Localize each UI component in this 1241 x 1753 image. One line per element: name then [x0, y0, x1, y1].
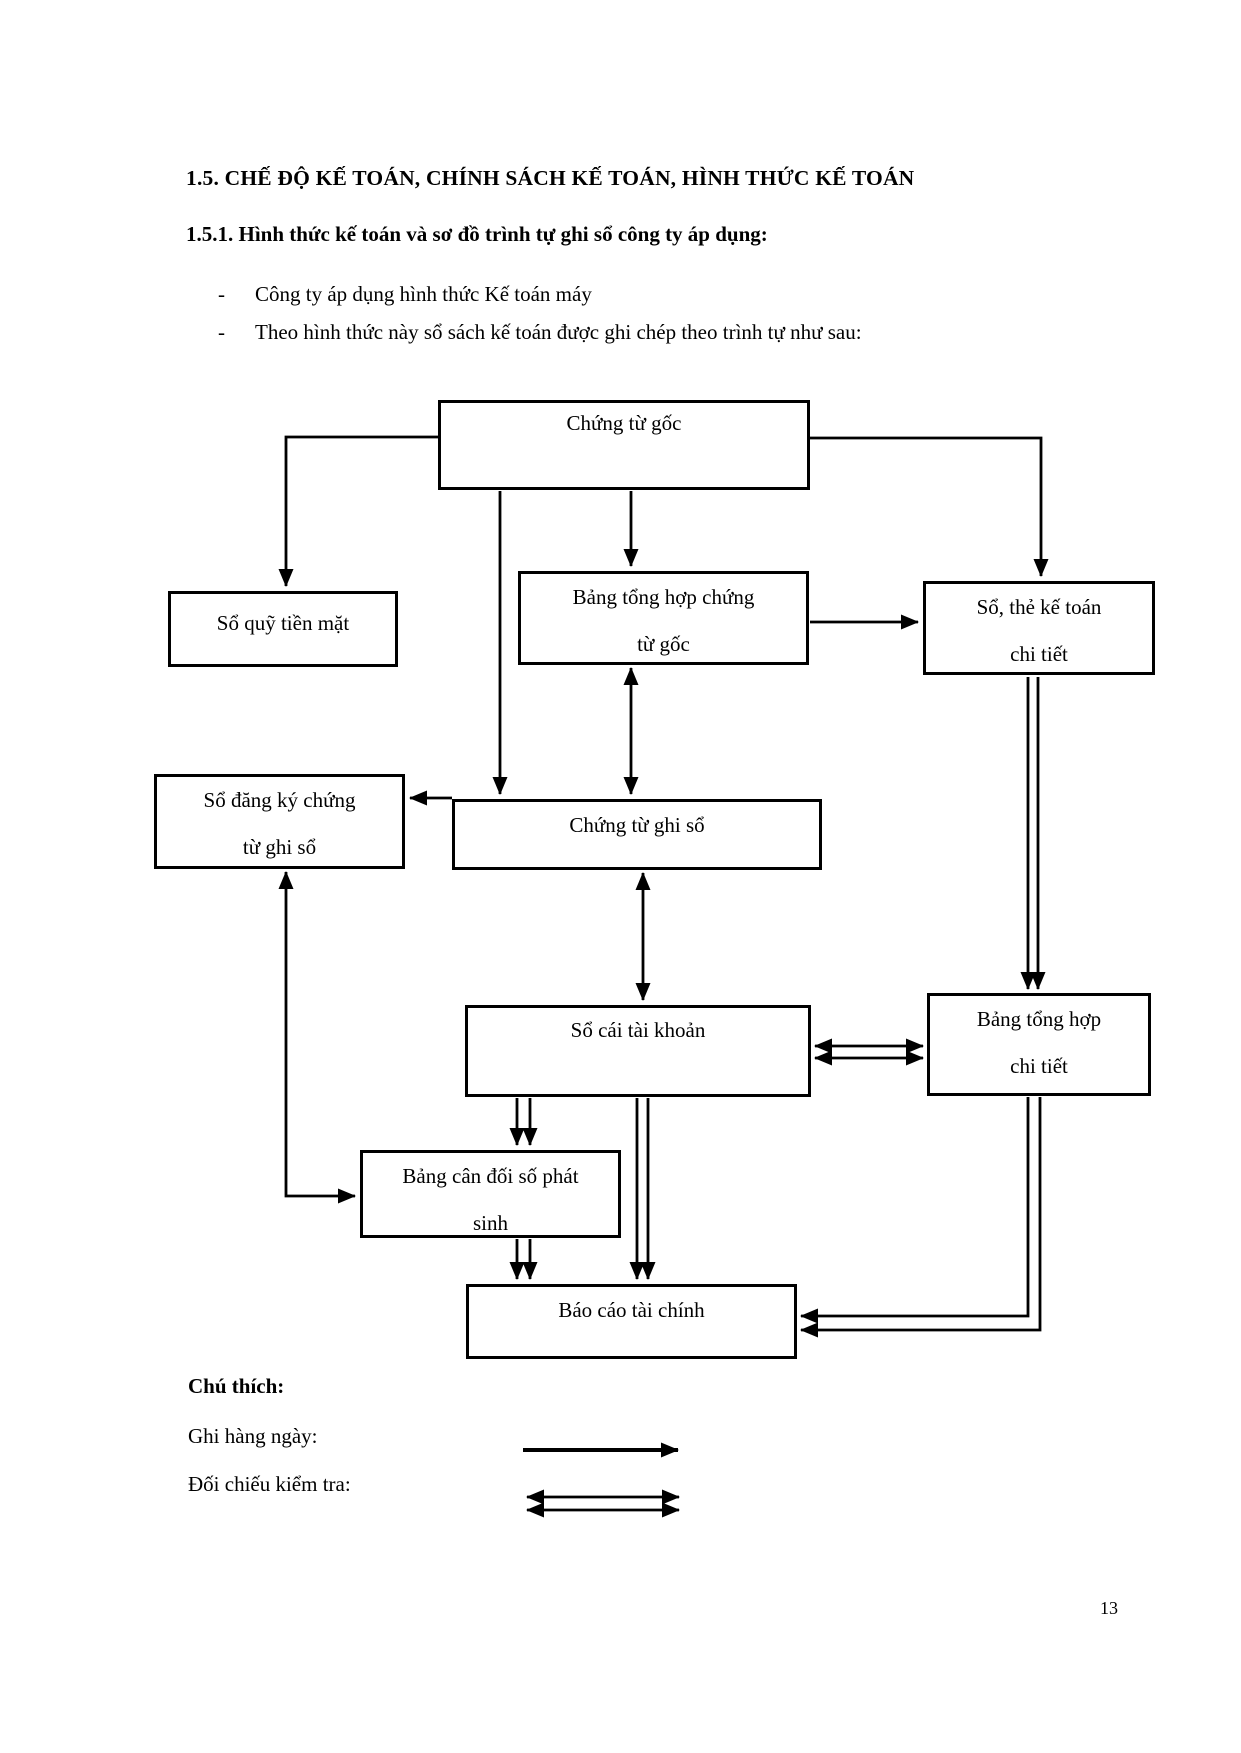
conn-bangcandoi-to-baocao: [509, 1239, 538, 1280]
node-chung-tu-goc: Chứng từ gốc: [438, 400, 810, 490]
conn-chungtugoc-to-soquy: [278, 435, 438, 587]
node-bao-cao-tai-chinh: Báo cáo tài chính: [466, 1284, 797, 1359]
conn-socai-to-bangcandoi: [509, 1098, 538, 1146]
conn-chungtugoc-to-sothe: [810, 436, 1049, 577]
conn-socai-bangthchitiet-bidir: [814, 1038, 924, 1066]
legend-heading: Chú thích:: [188, 1374, 285, 1398]
node-bang-can-doi-so-phat-sinh: Bảng cân đối số phát sinh: [360, 1150, 621, 1238]
bullet-text: Theo hình thức này sổ sách kế toán được …: [255, 320, 862, 344]
node-bang-tong-hop-chung-tu-goc: Bảng tổng hợp chứng từ gốc: [518, 571, 809, 665]
subsection-title: 1.5.1. Hình thức kế toán và sơ đồ trình …: [186, 222, 768, 246]
node-so-dang-ky-chung-tu-ghi-so: Sổ đăng ký chứng từ ghi sổ: [154, 774, 405, 869]
node-so-cai-tai-khoan: Sổ cái tài khoản: [465, 1005, 811, 1097]
node-chung-tu-ghi-so: Chứng từ ghi sổ: [452, 799, 822, 870]
bullet-text: Công ty áp dụng hình thức Kế toán máy: [255, 282, 592, 306]
node-bang-tong-hop-chi-tiet: Bảng tổng hợp chi tiết: [927, 993, 1151, 1096]
bullet-dash: -: [218, 320, 225, 344]
page-number: 13: [1100, 1598, 1118, 1618]
section-title: 1.5. CHẾ ĐỘ KẾ TOÁN, CHÍNH SÁCH KẾ TOÁN,…: [186, 166, 915, 190]
bullet-item-2: - Theo hình thức này sổ sách kế toán được…: [218, 320, 1178, 345]
node-so-the-ke-toan-chi-tiet: Sổ, thẻ kế toán chi tiết: [923, 581, 1155, 675]
bullet-item-1: - Công ty áp dụng hình thức Kế toán máy: [218, 282, 1178, 307]
conn-bangthchitiet-to-baocao: [800, 1097, 1042, 1338]
legend-label-daily: Ghi hàng ngày:: [188, 1424, 318, 1448]
conn-sothe-to-bangthchitiet: [1020, 677, 1046, 990]
bullet-dash: -: [218, 282, 225, 306]
conn-sodangky-bangcandoi-bidir: [278, 871, 356, 1204]
conn-socai-to-baocao: [629, 1098, 656, 1280]
legend-label-check: Đối chiếu kiểm tra:: [188, 1472, 351, 1496]
node-so-quy-tien-mat: Sổ quỹ tiền mặt: [168, 591, 398, 667]
legend-check-arrow: [526, 1489, 680, 1518]
